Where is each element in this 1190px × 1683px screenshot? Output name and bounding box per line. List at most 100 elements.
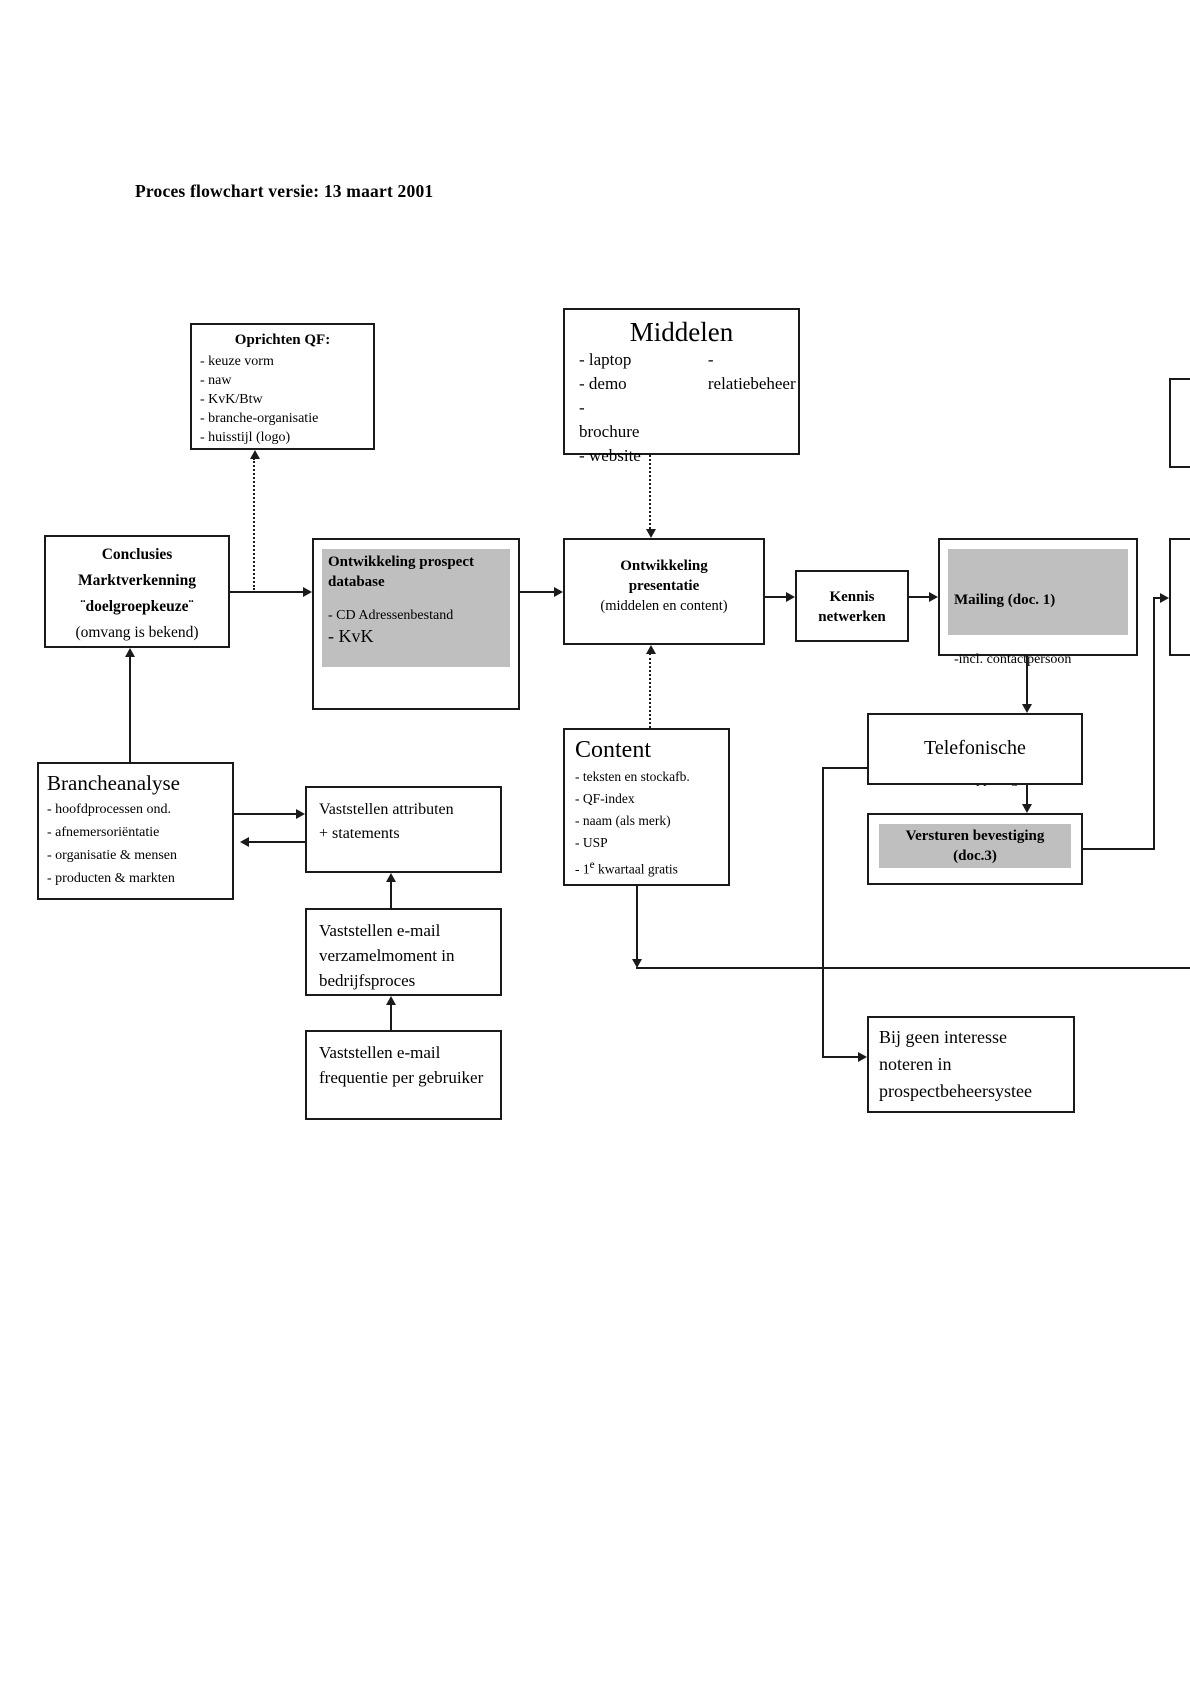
connector-dotted-middelen-presentatie [649, 455, 651, 529]
arrowhead-mailing-telefonische [1022, 704, 1032, 713]
node-brancheanalyse-item: - hoofdprocessen ond. [47, 802, 172, 817]
node-versturen-bevestiging-line: (doc.3) [953, 848, 997, 864]
node-middelen-title: Middelen [629, 317, 734, 347]
node-brancheanalyse-item: - producten & markten [47, 871, 175, 886]
connector-dotted-database-oprichten [253, 458, 255, 590]
node-conclusies-line: Marktverkenning [78, 572, 196, 589]
node-vaststellen-email-frequentie-text: Vaststellen e-mail frequentie per gebrui… [319, 1043, 484, 1087]
node-vaststellen-attributen-line: Vaststellen attributen [319, 801, 454, 818]
node-telefonische: Telefonische [867, 713, 1083, 785]
connector-branche-conclusies [129, 656, 131, 762]
connector-mailing-telefonische [1026, 656, 1028, 704]
node-conclusies-line: ¨doelgroepkeuze¨ [80, 598, 194, 615]
node-presentatie-title: Ontwikkeling [620, 558, 708, 574]
node-vaststellen-attributen: Vaststellen attributen + statements [305, 786, 502, 873]
node-oprichten-qf-item: - huisstijl (logo) [200, 430, 291, 445]
connector-bus-line [636, 967, 1190, 969]
node-content: Content - teksten en stockafb. - QF-inde… [563, 728, 730, 886]
node-middelen-item: - demo [579, 374, 627, 393]
node-versturen-bevestiging-highlight: Versturen bevestiging (doc.3) [879, 824, 1071, 868]
page-title: Proces flowchart versie: 13 maart 2001 [135, 181, 434, 201]
arrowhead-telefonische-bijgeen [858, 1052, 867, 1062]
connector-attributen-branche [249, 841, 305, 843]
node-conclusies-line: (omvang is bekend) [75, 624, 199, 641]
node-telefonische-title: Telefonische [924, 737, 1026, 759]
node-content-title: Content [575, 737, 651, 763]
node-vaststellen-attributen-line: + statements [319, 825, 400, 842]
node-kennis-netwerken-line: netwerken [818, 609, 886, 625]
node-content-item: - naam (als merk) [575, 813, 671, 828]
node-versturen-bevestiging: Versturen bevestiging (doc.3) [867, 813, 1083, 885]
arrowhead-verzamelmoment-attributen [386, 873, 396, 882]
connector-verzamelmoment-attributen [390, 881, 392, 908]
connector-telefonische-versturen [1026, 785, 1028, 804]
node-presentatie-title: presentatie [628, 578, 700, 594]
connector-telefonische-bijgeen-h2 [823, 1056, 858, 1058]
arrowhead-attributen-branche [240, 837, 249, 847]
arrowhead-kennis-mailing [929, 592, 938, 602]
node-kennis-netwerken: Kennis netwerken [795, 570, 909, 642]
arrowhead-versturen-feedback [1160, 593, 1169, 603]
node-prospect-database-item: - KvK [328, 626, 374, 646]
connector-dotted-content-presentatie [649, 653, 651, 728]
node-middelen: Middelen - laptop - demo - brochure - we… [563, 308, 800, 465]
connector-telefonische-bijgeen-h1 [823, 767, 867, 769]
arrowhead-dotted-content-presentatie [646, 645, 656, 654]
arrowhead-conclusies-database [303, 587, 312, 597]
arrowhead-dotted-middelen-presentatie [646, 529, 656, 538]
node-mailing-item: -incl. contactpersoon [954, 652, 1072, 667]
node-versturen-bevestiging-line: Versturen bevestiging [905, 828, 1045, 844]
connector-conclusies-database [230, 591, 303, 593]
connector-frequentie-verzamelmoment [390, 1004, 392, 1030]
node-bij-geen-interesse: Bij geen interesse noteren in prospectbe… [867, 1016, 1075, 1113]
node-prospect-database-highlight: Ontwikkeling prospect database - CD Adre… [322, 549, 510, 667]
node-oprichten-qf-item: - branche-organisatie [200, 411, 319, 426]
node-vaststellen-email-verzamelmoment: Vaststellen e-mail verzamelmoment in bed… [305, 908, 502, 996]
node-kennis-netwerken-line: Kennis [829, 589, 875, 605]
node-middelen-item: - website [579, 446, 641, 465]
connector-versturen-feedback-v [1153, 598, 1155, 850]
node-middelen-item: - relatiebeheer [707, 350, 796, 393]
node-presentatie: Ontwikkeling presentatie (middelen en co… [563, 538, 765, 645]
node-bij-geen-interesse-line: prospectbeheersystee [879, 1081, 1032, 1101]
node-bij-geen-interesse-line: Bij geen interesse [879, 1027, 1007, 1047]
node-oprichten-qf-item: - naw [200, 373, 232, 388]
node-vaststellen-email-verzamelmoment-text: Vaststellen e-mail verzamelmoment in bed… [319, 921, 455, 990]
node-prospect-database: Ontwikkeling prospect database - CD Adre… [312, 538, 520, 710]
node-middelen-item: - laptop [579, 350, 632, 369]
node-vaststellen-email-frequentie: Vaststellen e-mail frequentie per gebrui… [305, 1030, 502, 1120]
connector-database-presentatie [520, 591, 554, 593]
connector-branche-attributen [234, 813, 296, 815]
node-partial-top-right [1169, 378, 1190, 468]
node-prospect-database-item: - CD Adressenbestand [328, 608, 454, 623]
node-oprichten-qf: Oprichten QF: - keuze vorm - naw - KvK/B… [190, 323, 375, 450]
node-presentatie-subtitle: (middelen en content) [600, 598, 728, 614]
node-middelen-item: - brochure [579, 398, 640, 441]
arrowhead-presentatie-kennis [786, 592, 795, 602]
connector-versturen-feedback-h2 [1153, 597, 1160, 599]
node-mailing: Mailing (doc. 1) -incl. contactpersoon e… [938, 538, 1138, 787]
node-content-item: - QF-index [575, 791, 635, 806]
node-oprichten-qf-item: - keuze vorm [200, 354, 274, 369]
arrowhead-branche-attributen [296, 809, 305, 819]
connector-telefonische-bijgeen-v [822, 767, 824, 1058]
node-bij-geen-interesse-line: noteren in [879, 1054, 952, 1074]
arrowhead-dotted-oprichten [250, 450, 260, 459]
node-brancheanalyse-title: Brancheanalyse [47, 771, 180, 795]
arrowhead-frequentie-verzamelmoment [386, 996, 396, 1005]
arrowhead-branche-conclusies [125, 648, 135, 657]
node-brancheanalyse-item: - organisatie & mensen [47, 848, 177, 863]
connector-kennis-mailing [909, 596, 929, 598]
connector-versturen-feedback-h1 [1083, 848, 1155, 850]
node-prospect-database-title: Ontwikkeling prospect database [328, 554, 474, 590]
connector-presentatie-kennis [765, 596, 786, 598]
node-conclusies-line: Conclusies [101, 546, 173, 563]
node-content-item: - teksten en stockafb. [575, 769, 690, 784]
node-mailing-highlight: Mailing (doc. 1) -incl. contactpersoon e… [948, 549, 1128, 787]
node-brancheanalyse-item: - afnemersoriëntatie [47, 825, 160, 840]
node-content-item: - 1e kwartaal gratis [575, 859, 678, 877]
arrowhead-content-bus [632, 959, 642, 968]
connector-content-bus-v [636, 886, 638, 959]
node-partial-bottom-right [1169, 538, 1190, 656]
